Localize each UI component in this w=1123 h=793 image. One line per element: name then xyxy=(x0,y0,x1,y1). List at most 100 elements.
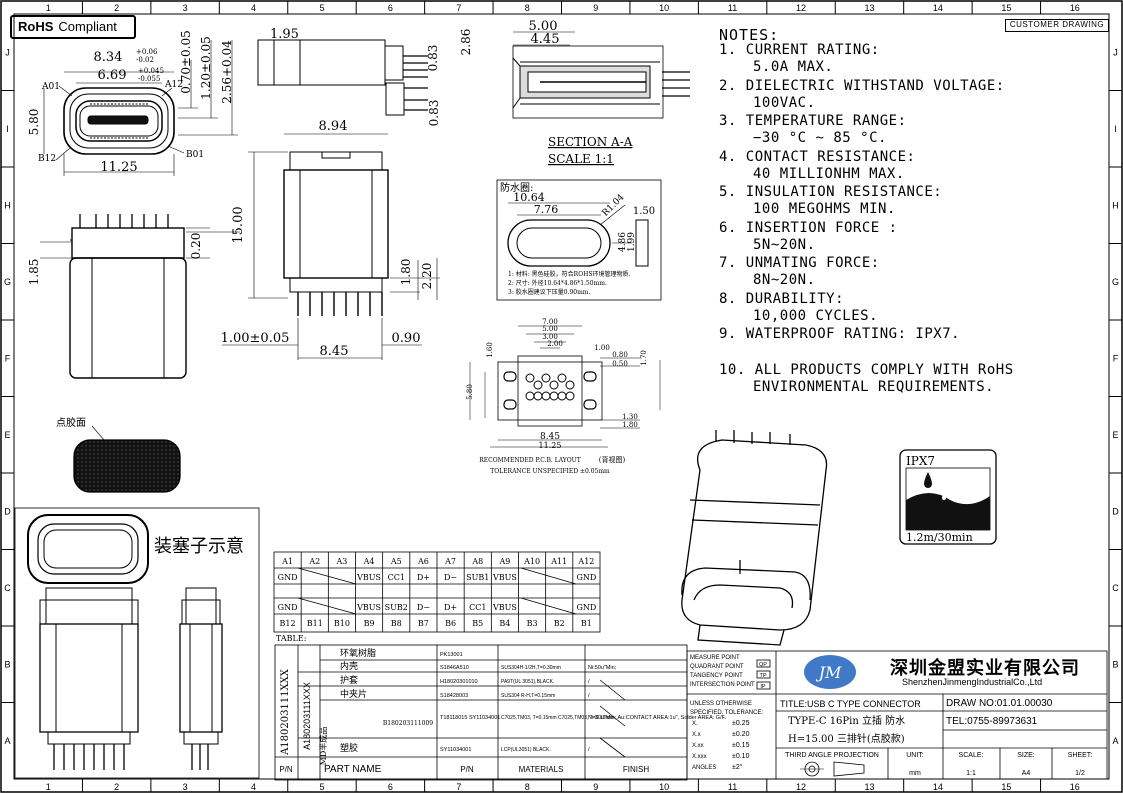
zone-row-label: J xyxy=(1113,47,1118,57)
pin-cell: B4 xyxy=(499,619,510,628)
note-value: 40 MILLIONHM MAX. xyxy=(753,165,905,182)
pin-cell: GND xyxy=(278,573,298,582)
zone-row-label: H xyxy=(1112,200,1119,210)
bom-finish: / xyxy=(588,747,590,753)
tolerance-header: SPECIFIED, TOLERANCE: xyxy=(690,710,763,716)
dimension-label: 1.60 xyxy=(486,342,494,358)
dimension-label: 点胶面 xyxy=(56,416,86,429)
zone-row-label: C xyxy=(1112,583,1119,593)
pin-cell: A3 xyxy=(335,557,347,566)
tolerance-value: ±0.10 xyxy=(732,753,750,760)
dimension-label: 4.86 xyxy=(618,232,628,252)
dimension-label: 0.80 xyxy=(612,351,628,359)
dimension-label: 1.80 xyxy=(399,259,413,286)
pin-table xyxy=(273,551,601,633)
pin-cell: B12 xyxy=(280,619,296,628)
pin-cell: A12 xyxy=(577,557,594,566)
bom-part-name: 环氧树脂 xyxy=(340,647,376,658)
zone-row-label: G xyxy=(4,277,11,287)
side-view xyxy=(40,214,240,379)
zone-column-label: 16 xyxy=(1070,782,1080,792)
zone-row-label: E xyxy=(1112,430,1118,440)
unit-value: mm xyxy=(909,770,921,777)
pin-cell: A9 xyxy=(498,557,510,566)
bom-part-name: 内壳 xyxy=(340,660,358,671)
note-value: 5.0A MAX. xyxy=(753,59,834,75)
tolerance-class: X. xyxy=(692,721,698,727)
glue-face-view xyxy=(73,425,181,493)
note-value: 5N~20N. xyxy=(753,236,816,253)
rohs-label: RoHS xyxy=(18,19,54,34)
dimension-label: 1.99 xyxy=(627,232,637,252)
bom-header-materials: MATERIALS xyxy=(519,765,564,774)
dimension-label: 0.70±0.05 xyxy=(179,30,193,94)
zone-column-label: 3 xyxy=(183,782,188,792)
front-view xyxy=(43,40,238,176)
pin-cell: CC1 xyxy=(469,603,486,612)
pin-cell: B6 xyxy=(445,619,456,628)
dimension-label: 0.50 xyxy=(612,360,628,368)
dimension-label: IPX7 xyxy=(906,454,935,468)
zone-row-label: E xyxy=(4,430,10,440)
sheet-value: 1/2 xyxy=(1075,770,1085,777)
dimension-label: 1.80 xyxy=(622,421,638,429)
zone-column-label: 4 xyxy=(251,3,256,13)
company-name-en: ShenzhenJinmengIndustrialCo.,Ltd xyxy=(902,677,1043,687)
dimension-label: 4.45 xyxy=(531,32,560,47)
note-value: ENVIRONMENTAL REQUIREMENTS. xyxy=(753,378,995,395)
pin-cell: B2 xyxy=(554,619,565,628)
zone-column-label: 7 xyxy=(456,3,461,13)
dimension-label: +0.045 xyxy=(138,67,164,75)
main-view xyxy=(222,39,440,360)
isometric-view xyxy=(681,430,828,646)
dimension-label: 6.69 xyxy=(98,68,127,83)
zone-row-label: C xyxy=(4,583,11,593)
note-title: 10. ALL PRODUCTS COMPLY WITH RoHS xyxy=(719,361,1014,378)
bom-pn: SY11034001 xyxy=(440,747,471,753)
zone-column-label: 13 xyxy=(864,782,874,792)
pin-cell: D+ xyxy=(417,573,430,582)
telephone: TEL:0755-89973631 xyxy=(946,716,1038,727)
dimension-label: 装塞子示意 xyxy=(154,536,244,557)
dimension-label: SECTION A-A xyxy=(548,135,633,149)
size-label: SIZE: xyxy=(1017,752,1035,759)
pin-cell: VBUS xyxy=(356,603,381,612)
note-item: 6. INSERTION FORCE :5N~20N. xyxy=(719,220,1014,256)
zone-column-label: 11 xyxy=(728,782,737,792)
dimension-label: (背视图) xyxy=(599,455,626,464)
zone-row-label: F xyxy=(5,353,11,363)
dimension-label: 7.76 xyxy=(534,203,559,216)
dimension-label: 10.64 xyxy=(513,191,545,204)
zone-column-label: 5 xyxy=(319,782,324,792)
dimension-label: 11.25 xyxy=(539,441,562,450)
dimension-label: 1.20±0.05 xyxy=(199,36,213,100)
sheet-label: SHEET: xyxy=(1068,752,1093,759)
pin-cell: B5 xyxy=(472,619,483,628)
size-value: A4 xyxy=(1022,770,1031,777)
zone-column-label: 6 xyxy=(388,3,393,13)
dimension-label: 5.00 xyxy=(529,19,558,34)
bom-pn: S1846A510 xyxy=(440,665,469,671)
tolerance-value: ±0.25 xyxy=(732,720,750,727)
dimension-label: 8.94 xyxy=(319,119,348,134)
dimension-label: R1.04 xyxy=(601,192,627,218)
dimension-label: 2.20 xyxy=(420,263,434,290)
zone-column-label: 15 xyxy=(1001,3,1011,13)
zone-column-label: 8 xyxy=(525,782,530,792)
pin-cell: GND xyxy=(577,603,597,612)
note-item: 5. INSULATION RESISTANCE:100 MEGOHMS MIN… xyxy=(719,184,1014,220)
dimension-label: 2.56+0.04 xyxy=(220,40,234,104)
bom-pn: H18020301010 xyxy=(440,679,478,685)
measure-point-label: MEASURE POINT xyxy=(690,655,740,661)
note-title: 5. INSULATION RESISTANCE: xyxy=(719,184,943,200)
dimension-label: SCALE 1:1 xyxy=(548,152,614,166)
dimension-label: 1.2m/30min xyxy=(906,531,973,544)
dimension-label: +0.06 xyxy=(136,48,158,56)
sub-assembly-pn: B180203111009 xyxy=(383,720,433,727)
zone-column-label: 9 xyxy=(593,782,598,792)
dimension-label: 3: 胶水圈建议下压量0.90mm. xyxy=(508,288,590,296)
note-title: 6. INSERTION FORCE : xyxy=(719,219,898,236)
measure-point-label: QUADRANT POINT xyxy=(690,664,744,670)
drawing-desc-1: TYPE-C 16Pin 立插 防水 xyxy=(788,714,905,727)
